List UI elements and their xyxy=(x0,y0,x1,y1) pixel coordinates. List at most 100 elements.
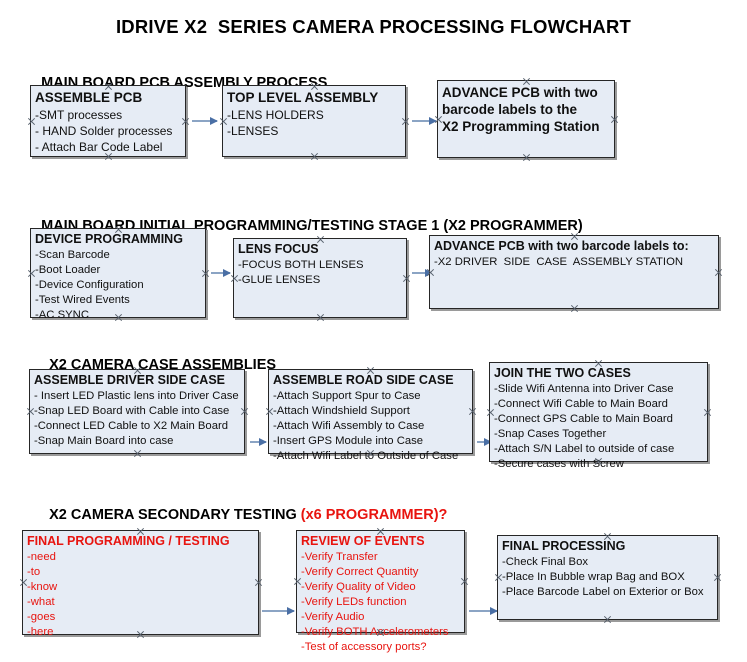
connector-handle-top[interactable] xyxy=(310,82,319,91)
section-heading-accent: (x6 PROGRAMMER)? xyxy=(300,507,448,523)
box-line: -Attach Wifi Assembly to Case xyxy=(273,420,425,432)
box-line: -need xyxy=(27,551,56,563)
connector-handle-bottom[interactable] xyxy=(114,313,123,322)
connector-handle-top[interactable] xyxy=(594,359,603,368)
page-title: IDRIVE X2 SERIES CAMERA PROCESSING FLOWC… xyxy=(115,16,632,37)
connector-handle-right[interactable] xyxy=(713,573,722,582)
box-content: JOIN THE TWO CASES -Slide Wifi Antenna i… xyxy=(490,363,707,472)
box-title: FINAL PROGRAMMING / TESTING xyxy=(27,534,230,548)
box-line: -Snap Cases Together xyxy=(494,428,607,440)
connector-handle-right[interactable] xyxy=(610,115,619,124)
box-assemble-road-side-case[interactable]: ASSEMBLE ROAD SIDE CASE -Attach Support … xyxy=(265,366,473,462)
connector-handle-left[interactable] xyxy=(230,274,239,283)
connector-handle-top[interactable] xyxy=(570,232,579,241)
connector-handle-right[interactable] xyxy=(703,408,712,417)
section-heading-text: X2 CAMERA SECONDARY TESTING xyxy=(49,507,301,523)
connector-handle-left[interactable] xyxy=(265,407,274,416)
box-line: - Insert LED Plastic lens into Driver Ca… xyxy=(34,390,239,402)
connector-handle-right[interactable] xyxy=(254,578,263,587)
connector-handle-top[interactable] xyxy=(376,527,385,536)
box-line: -LENSES xyxy=(227,124,279,138)
box-title: ADVANCE PCB with two barcode labels to: xyxy=(434,239,689,253)
connector-handle-right[interactable] xyxy=(460,577,469,586)
connector-handle-left[interactable] xyxy=(486,408,495,417)
connector-handle-left[interactable] xyxy=(494,573,503,582)
box-review-of-events[interactable]: REVIEW OF EVENTS -Verify Transfer -Verif… xyxy=(293,527,465,653)
section-heading-x2-camera-secondary-testing: X2 CAMERA SECONDARY TESTING (x6 PROGRAMM… xyxy=(33,491,447,539)
box-line: -here xyxy=(27,626,54,638)
box-title: FINAL PROCESSING xyxy=(502,539,626,553)
connector-handle-top[interactable] xyxy=(603,532,612,541)
box-line: -SMT processes xyxy=(35,108,123,122)
connector-handle-left[interactable] xyxy=(27,269,36,278)
connector-handle-top[interactable] xyxy=(522,77,531,86)
connector-handle-left[interactable] xyxy=(27,117,36,126)
arrow-top-level-assembly-to-advance-pcb xyxy=(412,116,437,125)
connector-handle-bottom[interactable] xyxy=(104,152,113,161)
box-advance-pcb-to-driver-side-case-station[interactable]: ADVANCE PCB with two barcode labels to: … xyxy=(429,235,719,309)
connector-handle-top[interactable] xyxy=(133,366,142,375)
connector-handle-bottom[interactable] xyxy=(594,457,603,466)
box-line: -Verify Audio xyxy=(301,611,365,623)
box-join-the-two-cases[interactable]: JOIN THE TWO CASES -Slide Wifi Antenna i… xyxy=(486,359,708,470)
connector-handle-left[interactable] xyxy=(293,577,302,586)
connector-handle-right[interactable] xyxy=(240,407,249,416)
connector-handle-bottom[interactable] xyxy=(366,449,375,458)
box-line: -Test Wired Events xyxy=(35,294,130,306)
box-title: REVIEW OF EVENTS xyxy=(301,534,425,548)
box-content: ASSEMBLE PCB -SMT processes - HAND Solde… xyxy=(31,86,185,155)
box-final-programming-testing[interactable]: FINAL PROGRAMMING / TESTING -need -to -k… xyxy=(19,527,259,638)
connector-handle-bottom[interactable] xyxy=(136,630,145,639)
box-line: -Connect LED Cable to X2 Main Board xyxy=(34,420,229,432)
box-line: -Snap Main Board into case xyxy=(34,435,174,447)
box-content: DEVICE PROGRAMMING -Scan Barcode -Boot L… xyxy=(31,229,205,323)
box-line: -Attach S/N Label to outside of case xyxy=(494,443,675,455)
connector-handle-right[interactable] xyxy=(401,117,410,126)
connector-handle-bottom[interactable] xyxy=(570,304,579,313)
connector-handle-left[interactable] xyxy=(434,115,443,124)
box-final-processing[interactable]: FINAL PROCESSING -Check Final Box -Place… xyxy=(497,535,718,620)
box-line: -Boot Loader xyxy=(35,264,101,276)
connector-handle-top[interactable] xyxy=(114,225,123,234)
box-title: LENS FOCUS xyxy=(238,242,319,256)
connector-handle-bottom[interactable] xyxy=(316,313,325,322)
box-line: -LENS HOLDERS xyxy=(227,108,324,122)
box-line: -GLUE LENSES xyxy=(238,274,321,286)
box-advance-pcb-to-x2-programming-station[interactable]: ADVANCE PCB with two barcode labels to t… xyxy=(437,80,615,158)
connector-handle-right[interactable] xyxy=(714,268,723,277)
connector-handle-right[interactable] xyxy=(201,269,210,278)
connector-handle-right[interactable] xyxy=(402,274,411,283)
box-lens-focus[interactable]: LENS FOCUS -FOCUS BOTH LENSES -GLUE LENS… xyxy=(233,238,407,318)
box-title: ASSEMBLE ROAD SIDE CASE xyxy=(273,373,454,387)
box-top-level-assembly[interactable]: TOP LEVEL ASSEMBLY -LENS HOLDERS -LENSES xyxy=(222,85,406,157)
box-line: -Connect Wifi Cable to Main Board xyxy=(494,398,668,410)
connector-handle-bottom[interactable] xyxy=(376,628,385,637)
box-content: TOP LEVEL ASSEMBLY -LENS HOLDERS -LENSES xyxy=(223,86,405,139)
arrow-assemble-pcb-to-top-level-assembly xyxy=(192,116,218,125)
connector-handle-left[interactable] xyxy=(426,268,435,277)
box-assemble-pcb[interactable]: ASSEMBLE PCB -SMT processes - HAND Solde… xyxy=(30,85,186,157)
connector-handle-left[interactable] xyxy=(219,117,228,126)
arrow-driver-side-to-road-side-case xyxy=(250,437,267,446)
connector-handle-left[interactable] xyxy=(19,578,28,587)
connector-handle-right[interactable] xyxy=(181,117,190,126)
connector-handle-bottom[interactable] xyxy=(310,152,319,161)
connector-handle-bottom[interactable] xyxy=(522,153,531,162)
box-line: -Verify LEDs function xyxy=(301,596,407,608)
connector-handle-bottom[interactable] xyxy=(133,449,142,458)
box-line: - HAND Solder processes xyxy=(35,124,173,138)
box-assemble-driver-side-case[interactable]: ASSEMBLE DRIVER SIDE CASE - Insert LED P… xyxy=(29,369,245,454)
connector-handle-top[interactable] xyxy=(104,82,113,91)
connector-handle-top[interactable] xyxy=(316,235,325,244)
connector-handle-top[interactable] xyxy=(136,527,145,536)
box-line: -AC SYNC xyxy=(35,309,89,321)
box-device-programming[interactable]: DEVICE PROGRAMMING -Scan Barcode -Boot L… xyxy=(27,225,206,321)
connector-handle-bottom[interactable] xyxy=(603,615,612,624)
connector-handle-left[interactable] xyxy=(26,407,35,416)
box-line: -FOCUS BOTH LENSES xyxy=(238,259,364,271)
connector-handle-top[interactable] xyxy=(366,366,375,375)
box-line: -Verify Quality of Video xyxy=(301,581,416,593)
connector-handle-right[interactable] xyxy=(468,407,477,416)
box-line: - Attach Bar Code Label xyxy=(35,140,163,154)
